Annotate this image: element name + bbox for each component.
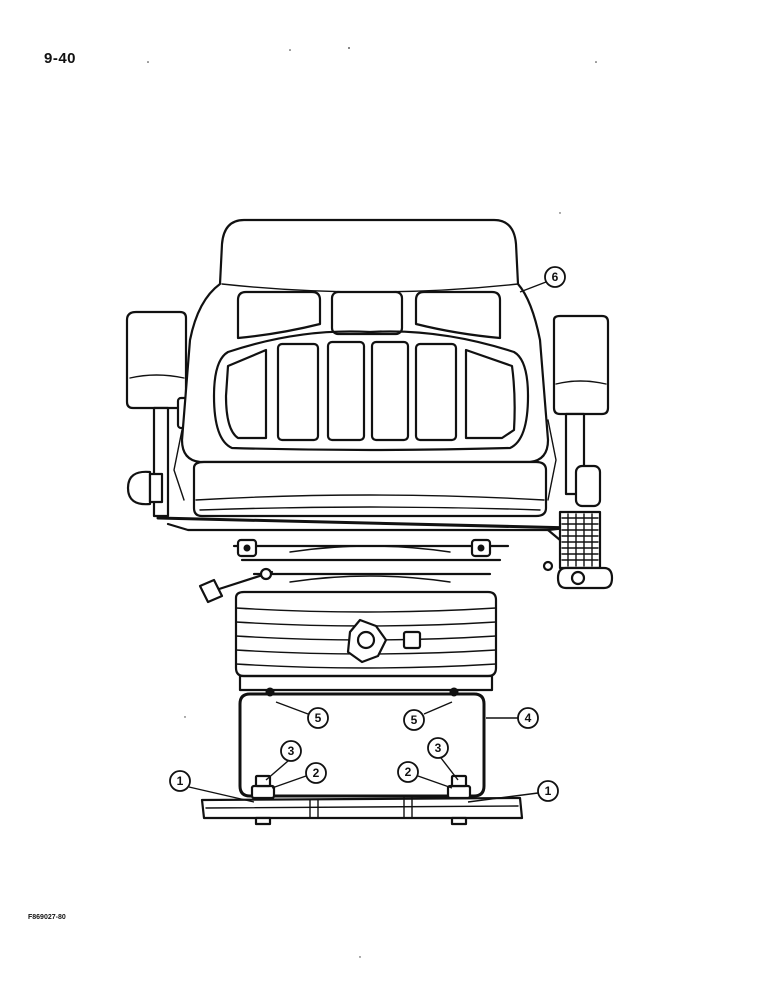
page-number: 9-40 [44,50,77,67]
slide-rails [198,538,510,604]
right-armrest [542,314,614,590]
callout-5-left-label: 5 [315,711,322,725]
seat-assembly [125,218,614,826]
left-armrest [125,310,192,518]
callout-2-right-label: 2 [405,765,412,779]
callout-4-label: 4 [525,711,532,725]
mounting-bracket [238,687,486,798]
left-fastener [250,774,276,826]
base-rail [200,796,524,820]
figure-code: F869027-80 [28,914,66,921]
callout-3-right-label: 3 [435,741,442,755]
right-fastener [446,774,472,826]
seat-backrest [173,218,557,501]
callout-5-right-label: 5 [411,713,418,727]
callout-1-left-label: 1 [177,774,184,788]
seat-cushion [156,460,576,532]
callout-3-left-label: 3 [288,744,295,758]
callout-1-right-label: 1 [545,784,552,798]
callouts: 6 5 5 4 3 2 1 [169,266,566,803]
suspension-bellows [234,590,498,692]
callout-6-label: 6 [552,270,559,284]
callout-2-left-label: 2 [313,766,320,780]
callout-6-circle [544,266,566,288]
grip-texture [561,513,599,567]
